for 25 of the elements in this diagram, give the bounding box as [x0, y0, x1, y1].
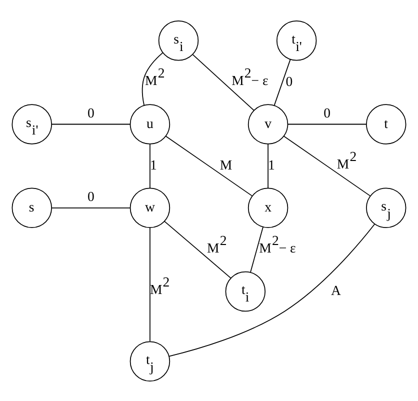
connector — [284, 135, 370, 196]
connector — [274, 58, 291, 106]
connector — [168, 223, 376, 356]
edge-label: 0 — [286, 74, 293, 89]
node-circle: w — [130, 187, 170, 228]
connector — [165, 135, 252, 196]
node-circle: v — [248, 104, 288, 144]
node-circle: u — [130, 104, 170, 144]
connector — [51, 206, 131, 208]
node-circle: t — [366, 104, 406, 144]
node-circle: x — [248, 187, 288, 228]
edge-label: 1 — [268, 157, 275, 172]
edge-label: 0 — [324, 105, 331, 120]
edge-label: A — [331, 282, 341, 298]
connector — [192, 54, 254, 110]
node-circle: s — [12, 187, 52, 228]
edge-label: M — [220, 157, 232, 172]
connector — [287, 123, 367, 124]
connector — [250, 226, 264, 272]
connector — [51, 123, 131, 124]
edge-label: 1 — [150, 157, 157, 172]
connector — [164, 220, 232, 278]
connector — [142, 52, 164, 106]
edge-label: 0 — [87, 105, 94, 120]
edge-label: 0 — [87, 188, 94, 204]
